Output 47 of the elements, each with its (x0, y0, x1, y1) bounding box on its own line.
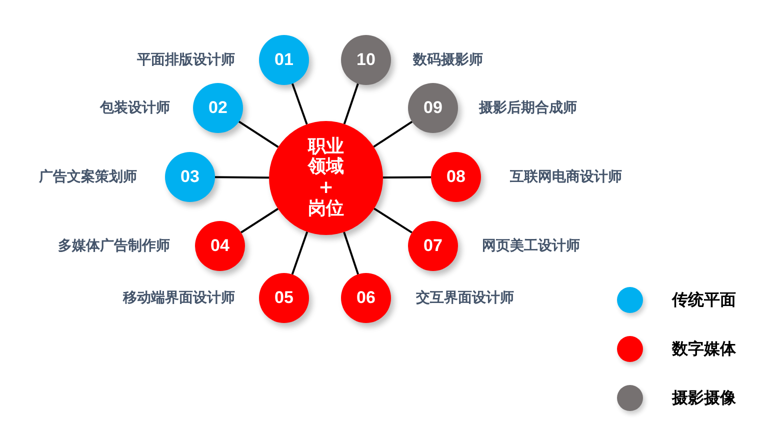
job-title-label: 广告文案策划师 (39, 168, 137, 187)
job-title-label: 网页美工设计师 (482, 236, 580, 256)
job-title-label: 包装设计师 (100, 99, 170, 118)
numbered-circle (408, 83, 458, 133)
circle-number: 09 (424, 98, 442, 118)
job-title-label: 平面排版设计师 (137, 51, 235, 70)
circle-number: 02 (208, 98, 228, 118)
numbered-circle (195, 221, 245, 271)
job-title-label: 摄影后期合成师 (479, 99, 577, 118)
numbered-circle (165, 152, 215, 202)
job-title-label: 移动端界面设计师 (123, 289, 235, 308)
connector-line (291, 83, 308, 125)
numbered-circle (431, 152, 481, 202)
circle-number: 04 (210, 236, 230, 256)
center-title: + (317, 178, 335, 198)
center-title: 岗位 (307, 198, 345, 220)
circle-number: 03 (180, 167, 200, 187)
circle-number: 07 (424, 236, 442, 256)
job-title-label: 交互界面设计师 (416, 288, 514, 308)
numbered-circle (408, 221, 458, 271)
circle-number: 10 (356, 50, 376, 70)
connector-line (240, 208, 279, 234)
connector-line (343, 83, 359, 124)
legend-label: 摄影摄像 (672, 388, 736, 408)
center-title: 职业领域 (307, 136, 345, 178)
legend-label: 传统平面 (672, 290, 736, 310)
numbered-circle (193, 83, 243, 133)
job-title-label: 多媒体广告制作师 (58, 236, 170, 256)
circle-number: 08 (446, 167, 466, 187)
connector-line (215, 176, 269, 179)
numbered-circle (341, 273, 391, 323)
circle-number: 05 (274, 288, 294, 308)
circle-number: 06 (356, 288, 376, 308)
numbered-circle (259, 273, 309, 323)
connector-line (343, 232, 360, 275)
job-title-label: 互联网电商设计师 (510, 168, 622, 187)
legend-label: 数字媒体 (672, 339, 736, 359)
circle-number: 01 (274, 50, 294, 70)
numbered-circle (259, 35, 309, 85)
numbered-circle (341, 35, 391, 85)
central-circle (269, 121, 383, 235)
job-title-label: 数码摄影师 (413, 51, 483, 70)
connector-line (373, 120, 413, 148)
connector-line (383, 176, 432, 179)
connector-line (374, 208, 412, 234)
connector-line (238, 120, 279, 148)
connector-line (291, 231, 308, 275)
